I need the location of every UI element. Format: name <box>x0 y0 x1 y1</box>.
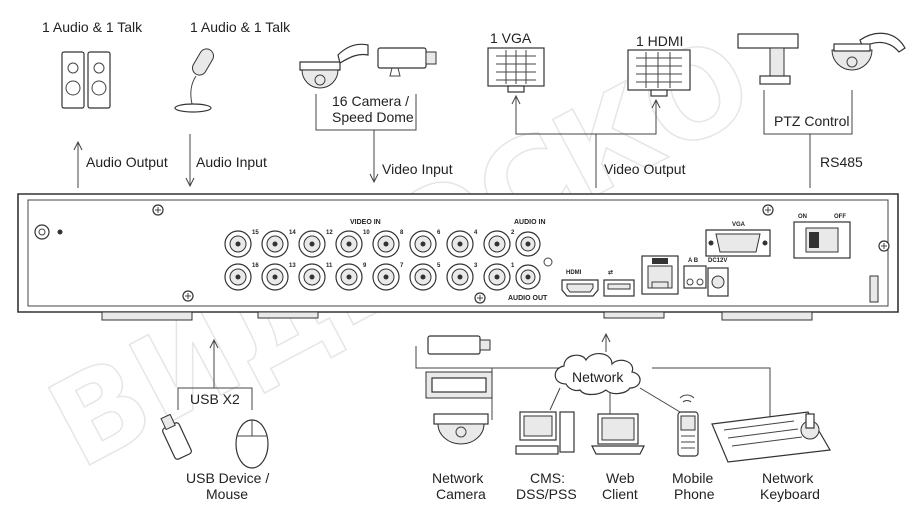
label-mobile-line1: Mobile <box>672 470 713 486</box>
bnc-channel-label: 7 <box>400 263 404 269</box>
bnc-connector <box>372 230 400 258</box>
label-rs485: RS485 <box>820 154 863 170</box>
top-connection-lines <box>73 90 853 188</box>
bnc-channel-label: 2 <box>511 230 515 236</box>
bnc-channel-label: 16 <box>252 263 259 269</box>
label-web-line2: Client <box>602 486 638 502</box>
label-vga: 1 VGA <box>490 30 532 46</box>
bnc-channel-label: 13 <box>289 263 296 269</box>
bnc-connectors: 15 14 12 10 8 6 4 2 16 13 11 9 7 5 3 1 <box>224 230 515 291</box>
panel-audio-in: AUDIO IN <box>514 219 546 226</box>
bnc-channel-label: 9 <box>363 263 367 269</box>
power-port <box>707 267 729 297</box>
panel-off: OFF <box>834 214 846 220</box>
panel-audio-out: AUDIO OUT <box>508 295 548 302</box>
bnc-channel-label: 6 <box>437 230 441 236</box>
label-network: Network <box>572 369 624 385</box>
bnc-channel-label: 5 <box>437 263 441 269</box>
bnc-channel-label: 1 <box>511 263 515 269</box>
panel-vga: VGA <box>732 222 746 228</box>
bnc-connector <box>372 263 400 291</box>
power-switch <box>793 221 851 259</box>
bnc-connector <box>483 263 511 291</box>
hdmi-port <box>561 279 599 297</box>
label-usb-device-line2: Mouse <box>206 486 248 502</box>
network-dome-camera-icon <box>433 413 489 445</box>
vga-port <box>705 229 771 257</box>
label-audio-talk-left: 1 Audio & 1 Talk <box>42 19 143 35</box>
mouse-icon <box>235 419 269 469</box>
bnc-connector <box>298 230 326 258</box>
svg-text:⇄: ⇄ <box>608 268 613 276</box>
label-keyboard-line2: Keyboard <box>760 486 820 502</box>
hdmi-monitor-icon <box>627 49 691 97</box>
usb-flash-drive-icon <box>160 413 192 460</box>
label-network-camera-line2: Camera <box>436 486 486 502</box>
label-cms-line2: DSS/PSS <box>516 486 577 502</box>
usb-connection-lines <box>177 338 253 410</box>
panel-video-in: VIDEO IN <box>350 219 381 226</box>
vga-monitor-icon <box>487 47 545 93</box>
microphone-icon <box>174 48 214 113</box>
bnc-connector <box>224 230 252 258</box>
label-mobile-line2: Phone <box>674 486 715 502</box>
rs485-terminal <box>683 265 707 289</box>
panel-hdmi: HDMI <box>566 270 582 276</box>
label-keyboard-line1: Network <box>762 470 814 486</box>
bnc-connector <box>335 263 363 291</box>
bnc-channel-label: 4 <box>474 230 478 236</box>
speakers-icon <box>61 51 111 109</box>
label-cms-line1: CMS: <box>530 470 565 486</box>
bnc-channel-label: 12 <box>326 230 333 236</box>
label-web-line1: Web <box>606 470 635 486</box>
label-network-camera-line1: Network <box>432 470 484 486</box>
panel-on: ON <box>798 214 807 220</box>
panel-dc12v: DC12V <box>708 258 727 264</box>
label-hdmi: 1 HDMI <box>636 33 683 49</box>
ptz-dome-icon <box>831 32 906 71</box>
bnc-connector <box>224 263 252 291</box>
bnc-connector <box>261 263 289 291</box>
label-video-input: Video Input <box>382 161 453 177</box>
bnc-connector <box>298 263 326 291</box>
label-video-output: Video Output <box>604 161 686 177</box>
bnc-channel-label: 8 <box>400 230 404 236</box>
bnc-connector <box>446 230 474 258</box>
ethernet-port <box>641 255 679 295</box>
label-camera-line1: 16 Camera / <box>332 93 409 109</box>
speed-dome-icon <box>299 43 369 89</box>
bnc-channel-label: 14 <box>289 230 296 236</box>
network-keyboard-icon <box>711 411 831 463</box>
bnc-connector <box>446 263 474 291</box>
usb-port: ⇄ <box>603 268 635 297</box>
label-audio-input: Audio Input <box>196 154 267 170</box>
network-box-camera-icon <box>427 335 491 355</box>
network-bullet-camera-icon <box>425 371 493 399</box>
audio-out-connector <box>515 257 553 290</box>
bnc-channel-label: 11 <box>326 263 333 269</box>
ptz-camera-icon <box>737 33 799 85</box>
label-camera-line2: Speed Dome <box>332 109 414 125</box>
bnc-connector <box>483 230 511 258</box>
laptop-icon <box>591 413 645 455</box>
desktop-computer-icon <box>515 411 575 455</box>
network-cloud-icon <box>554 353 641 396</box>
label-usb-x2: USB X2 <box>190 391 240 407</box>
box-camera-icon <box>377 47 437 77</box>
audio-in-connector <box>515 231 541 257</box>
bnc-connector <box>335 230 363 258</box>
label-usb-device-line1: USB Device / <box>186 470 269 486</box>
bnc-channel-label: 3 <box>474 263 478 269</box>
label-ptz-control: PTZ Control <box>774 113 849 129</box>
bnc-channel-label: 15 <box>252 230 259 236</box>
panel-ab: A B <box>688 258 699 264</box>
bnc-connector <box>409 263 437 291</box>
bnc-channel-label: 10 <box>363 230 370 236</box>
label-audio-talk-right: 1 Audio & 1 Talk <box>190 19 291 35</box>
bnc-connector <box>409 230 437 258</box>
bnc-connector <box>261 230 289 258</box>
label-audio-output: Audio Output <box>86 154 168 170</box>
mobile-phone-icon <box>677 394 699 457</box>
